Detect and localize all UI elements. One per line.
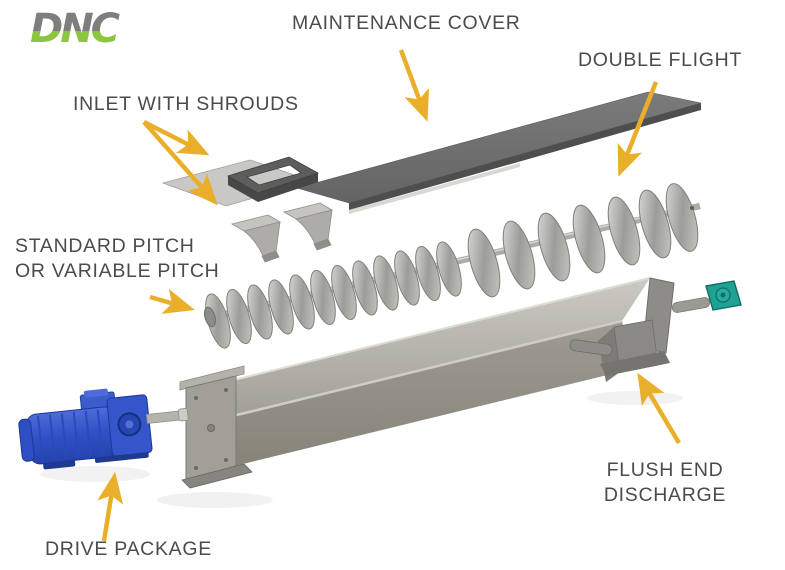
dnc-logo: DNC (30, 6, 123, 52)
arrow-flush-end (637, 372, 681, 445)
label-standard-pitch-line1: STANDARD PITCH (15, 235, 195, 257)
end-bearing-part (705, 280, 742, 311)
arrow-shrouds (142, 120, 218, 206)
label-double-flight: DOUBLE FLIGHT (578, 49, 743, 71)
label-maintenance-cover: MAINTENANCE COVER (292, 12, 521, 34)
double-flight-flights (467, 183, 699, 298)
screw-auger-part (203, 183, 701, 349)
standard-pitch-flights (205, 241, 462, 349)
label-inlet-with-shrouds: INLET WITH SHROUDS (73, 93, 299, 115)
shrouds-part (230, 202, 334, 263)
trough-end-plate (179, 365, 253, 489)
label-flush-end-discharge: FLUSH END DISCHARGE (586, 458, 744, 509)
label-flush-end-line1: FLUSH END (606, 459, 724, 481)
flush-end-discharge-part (569, 319, 670, 382)
drive-package-part (18, 388, 189, 470)
maintenance-cover-part (295, 91, 702, 214)
arrow-maintenance-cover (398, 49, 429, 122)
callout-arrows (97, 49, 681, 542)
inlet-part (161, 156, 319, 207)
dnc-logo-text: DNC (30, 6, 120, 52)
label-drive-package: DRIVE PACKAGE (45, 538, 212, 560)
label-flush-end-line2: DISCHARGE (603, 484, 727, 507)
trough-part (179, 277, 675, 489)
arrow-inlet (142, 119, 210, 156)
arrow-standard-pitch (149, 288, 195, 314)
label-standard-pitch-line2: OR VARIABLE PITCH (15, 260, 220, 283)
shaft-stub-part (671, 297, 711, 313)
drive-shaft (146, 410, 182, 424)
arrow-drive-package (97, 471, 124, 542)
label-standard-pitch: STANDARD PITCH OR VARIABLE PITCH (15, 234, 219, 285)
arrow-double-flight (617, 81, 659, 177)
